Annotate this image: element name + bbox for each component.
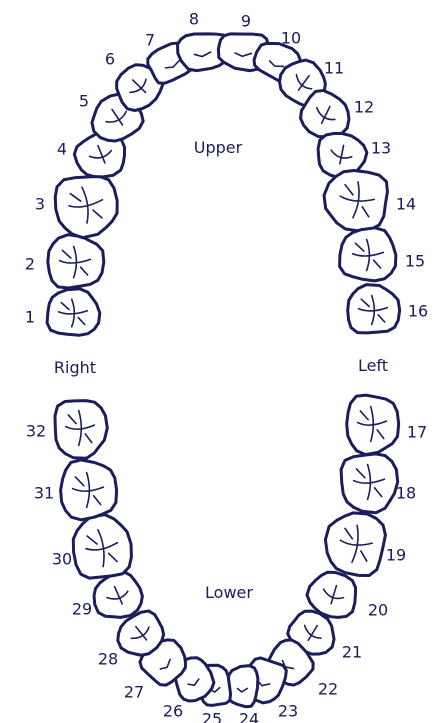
tooth-19[interactable] xyxy=(321,509,388,579)
tooth-number-29: 29 xyxy=(72,600,92,619)
tooth-number-13: 13 xyxy=(371,139,391,158)
tooth-number-8: 8 xyxy=(189,10,199,29)
tooth-outline xyxy=(340,228,396,281)
tooth-2[interactable] xyxy=(48,235,104,288)
tooth-number-12: 12 xyxy=(354,98,374,117)
tooth-18[interactable] xyxy=(341,454,398,513)
tooth-number-6: 6 xyxy=(105,50,115,69)
tooth-number-19: 19 xyxy=(386,546,406,565)
tooth-number-4: 4 xyxy=(57,140,67,159)
tooth-number-3: 3 xyxy=(35,195,45,214)
tooth-number-17: 17 xyxy=(407,423,427,442)
tooth-number-25: 25 xyxy=(202,710,222,723)
left-side-label: Left xyxy=(358,356,388,375)
tooth-number-24: 24 xyxy=(239,710,259,723)
tooth-32[interactable] xyxy=(55,401,107,459)
upper-label: Upper xyxy=(194,138,243,157)
tooth-number-26: 26 xyxy=(163,702,183,721)
tooth-3[interactable] xyxy=(52,172,122,241)
tooth-number-32: 32 xyxy=(26,422,46,441)
tooth-number-9: 9 xyxy=(241,12,251,31)
tooth-17[interactable] xyxy=(347,395,399,455)
tooth-outline xyxy=(47,289,100,336)
tooth-30[interactable] xyxy=(69,512,135,581)
tooth-31[interactable] xyxy=(61,460,117,520)
tooth-outline xyxy=(69,512,135,581)
tooth-number-2: 2 xyxy=(25,255,35,274)
tooth-number-10: 10 xyxy=(281,29,301,48)
tooth-number-15: 15 xyxy=(405,252,425,271)
tooth-number-18: 18 xyxy=(396,484,416,503)
right-side-label: Right xyxy=(54,358,96,377)
tooth-number-20: 20 xyxy=(368,601,388,620)
tooth-number-28: 28 xyxy=(98,650,118,669)
tooth-number-14: 14 xyxy=(396,195,416,214)
tooth-14[interactable] xyxy=(320,167,390,234)
tooth-outline xyxy=(321,509,388,579)
tooth-number-23: 23 xyxy=(278,702,298,721)
tooth-number-7: 7 xyxy=(145,31,155,50)
tooth-number-16: 16 xyxy=(408,302,428,321)
tooth-number-22: 22 xyxy=(318,680,338,699)
tooth-15[interactable] xyxy=(340,228,396,281)
tooth-1[interactable] xyxy=(47,289,100,336)
tooth-number-21: 21 xyxy=(342,643,362,662)
tooth-number-5: 5 xyxy=(79,92,89,111)
tooth-16[interactable] xyxy=(348,285,400,333)
teeth-group xyxy=(47,31,400,707)
tooth-number-31: 31 xyxy=(34,484,54,503)
lower-label: Lower xyxy=(205,583,253,602)
tooth-number-11: 11 xyxy=(324,59,344,78)
tooth-number-1: 1 xyxy=(25,308,35,327)
tooth-number-27: 27 xyxy=(124,683,144,702)
tooth-number-30: 30 xyxy=(52,550,72,569)
